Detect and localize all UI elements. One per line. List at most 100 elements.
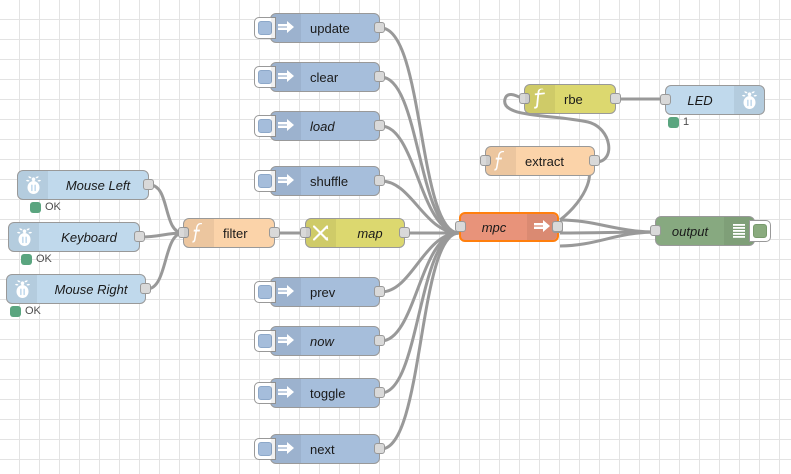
node-label: output bbox=[671, 223, 709, 239]
inject-trigger-button[interactable] bbox=[254, 438, 276, 460]
input-port[interactable] bbox=[519, 93, 530, 104]
node-inject-prev[interactable]: prev bbox=[254, 277, 385, 307]
node-label: LED bbox=[687, 92, 713, 108]
wire-mpc3-output bbox=[559, 230, 657, 248]
status-text: OK bbox=[36, 253, 52, 265]
status-text: OK bbox=[25, 305, 41, 317]
node-label: clear bbox=[310, 69, 339, 85]
switch-arrows-icon bbox=[306, 219, 336, 247]
node-label: shuffle bbox=[310, 173, 349, 189]
inject-trigger-button[interactable] bbox=[254, 115, 276, 137]
wire-toggle-mpc bbox=[380, 231, 460, 395]
inject-trigger-button[interactable] bbox=[254, 17, 276, 39]
raspberry-pi-icon bbox=[9, 223, 39, 251]
inject-arrow-icon bbox=[271, 63, 301, 91]
raspberry-pi-icon bbox=[18, 171, 48, 199]
raspberry-pi-icon bbox=[734, 86, 764, 114]
node-mouse-left[interactable]: Mouse Left bbox=[17, 170, 154, 200]
function-f-icon bbox=[486, 147, 516, 175]
wire-mpc2-output bbox=[559, 230, 657, 235]
node-label: prev bbox=[310, 284, 336, 300]
input-port[interactable] bbox=[650, 225, 661, 236]
output-port[interactable] bbox=[374, 120, 385, 131]
inject-trigger-button[interactable] bbox=[254, 66, 276, 88]
inject-arrow-icon bbox=[271, 379, 301, 407]
wire-mpc1-output bbox=[559, 218, 657, 234]
output-port[interactable] bbox=[374, 22, 385, 33]
output-port[interactable] bbox=[143, 179, 154, 190]
inject-arrow-icon bbox=[271, 278, 301, 306]
output-port[interactable] bbox=[374, 286, 385, 297]
inject-trigger-button[interactable] bbox=[254, 170, 276, 192]
inject-arrow-icon bbox=[271, 435, 301, 463]
node-map[interactable]: map bbox=[300, 218, 410, 248]
status-dot-icon bbox=[21, 253, 32, 265]
status-led: 1 bbox=[668, 116, 689, 128]
node-inject-update[interactable]: update bbox=[254, 13, 385, 43]
output-port[interactable] bbox=[399, 227, 410, 238]
inject-arrow-icon bbox=[271, 327, 301, 355]
raspberry-pi-icon bbox=[7, 275, 37, 303]
output-port[interactable] bbox=[374, 71, 385, 82]
status-dot-icon bbox=[30, 201, 41, 213]
node-inject-shuffle[interactable]: shuffle bbox=[254, 166, 385, 196]
status-text: 1 bbox=[683, 116, 690, 128]
output-port[interactable] bbox=[374, 335, 385, 346]
wire-mouseleft-filter bbox=[149, 183, 184, 235]
inject-arrow-icon bbox=[271, 167, 301, 195]
rbe-integral-icon bbox=[525, 85, 555, 113]
output-port[interactable] bbox=[374, 387, 385, 398]
status-dot-icon bbox=[668, 116, 679, 128]
node-label: load bbox=[310, 118, 335, 134]
input-port[interactable] bbox=[178, 227, 189, 238]
node-inject-next[interactable]: next bbox=[254, 434, 385, 464]
output-port-3[interactable] bbox=[552, 221, 563, 232]
node-inject-now[interactable]: now bbox=[254, 326, 385, 356]
node-label: mpc bbox=[481, 219, 507, 235]
output-port[interactable] bbox=[374, 175, 385, 186]
input-port[interactable] bbox=[480, 155, 491, 166]
node-label: Keyboard bbox=[61, 229, 117, 245]
input-port[interactable] bbox=[300, 227, 311, 238]
wire-update-mpc bbox=[380, 26, 460, 235]
node-inject-clear[interactable]: clear bbox=[254, 62, 385, 92]
node-label: Mouse Right bbox=[54, 281, 128, 297]
node-mpc[interactable]: mpc bbox=[455, 212, 563, 242]
status-mouse-right: OK bbox=[10, 305, 41, 317]
inject-trigger-button[interactable] bbox=[254, 330, 276, 352]
node-label: extract bbox=[525, 153, 565, 169]
output-port[interactable] bbox=[610, 93, 621, 104]
node-label: map bbox=[357, 225, 383, 241]
output-port[interactable] bbox=[140, 283, 151, 294]
wire-load-mpc bbox=[380, 124, 460, 235]
node-label: Mouse Left bbox=[65, 177, 131, 193]
status-text: OK bbox=[45, 201, 61, 213]
inject-arrow-icon bbox=[271, 112, 301, 140]
node-output-debug[interactable]: output bbox=[650, 216, 771, 246]
output-port[interactable] bbox=[589, 155, 600, 166]
node-label: update bbox=[310, 20, 350, 36]
output-port[interactable] bbox=[269, 227, 280, 238]
wire-now-mpc bbox=[380, 231, 460, 343]
input-port[interactable] bbox=[660, 94, 671, 105]
output-port[interactable] bbox=[374, 443, 385, 454]
node-label: toggle bbox=[310, 385, 346, 401]
inject-trigger-button[interactable] bbox=[254, 382, 276, 404]
node-extract[interactable]: extract bbox=[480, 146, 600, 176]
node-filter[interactable]: filter bbox=[178, 218, 280, 248]
output-port[interactable] bbox=[134, 231, 145, 242]
input-port[interactable] bbox=[455, 221, 466, 232]
node-rbe[interactable]: rbe bbox=[519, 84, 621, 114]
inject-trigger-button[interactable] bbox=[254, 281, 276, 303]
debug-toggle-button[interactable] bbox=[749, 220, 771, 242]
node-keyboard[interactable]: Keyboard bbox=[8, 222, 145, 252]
node-led[interactable]: LED bbox=[660, 85, 765, 115]
wire-clear-mpc bbox=[380, 75, 460, 235]
node-inject-toggle[interactable]: toggle bbox=[254, 378, 385, 408]
node-inject-load[interactable]: load bbox=[254, 111, 385, 141]
node-label: filter bbox=[223, 225, 248, 241]
wire-mouseright-filter bbox=[146, 231, 184, 291]
node-mouse-right[interactable]: Mouse Right bbox=[6, 274, 151, 304]
status-mouse-left: OK bbox=[30, 201, 61, 213]
